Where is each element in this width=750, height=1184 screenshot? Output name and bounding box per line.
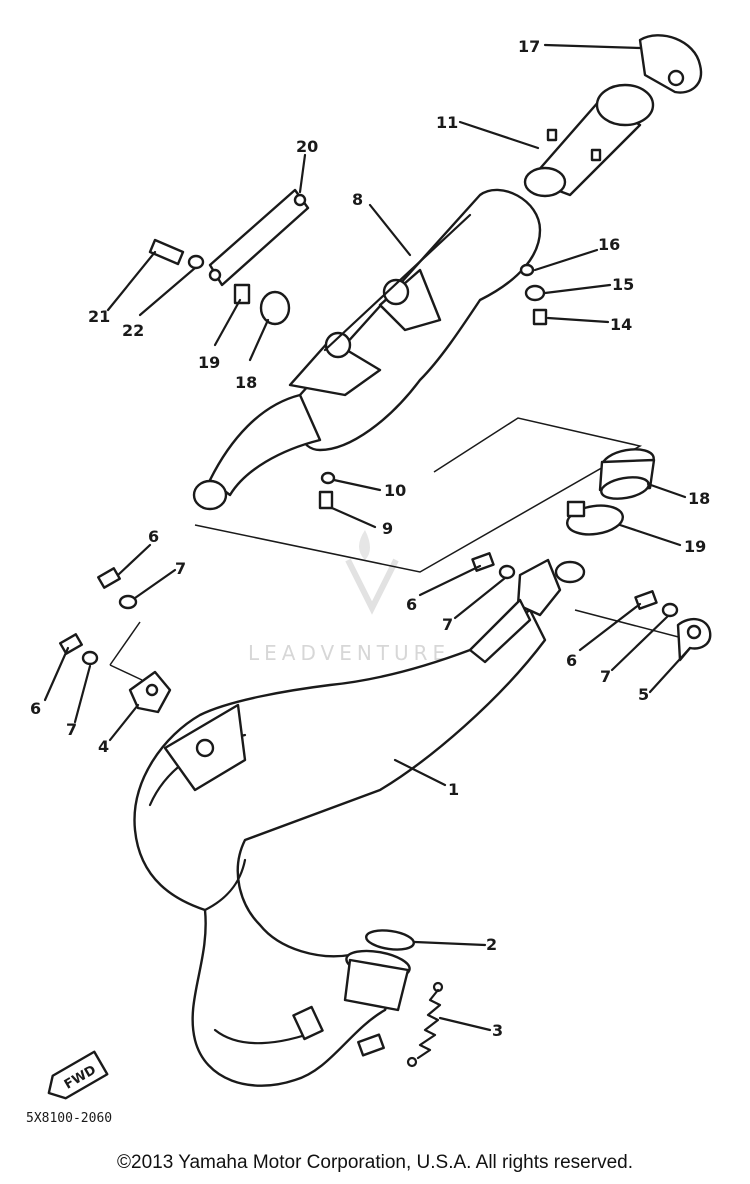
- callout-7: 7: [66, 720, 77, 739]
- callout-13: 15: [612, 275, 634, 294]
- callout-19: 19: [198, 353, 220, 372]
- callout-22: 22: [122, 321, 144, 340]
- callout-11: 11: [436, 113, 458, 132]
- part-11-tail-pipe: [523, 83, 655, 198]
- callout-8: 8: [352, 190, 363, 209]
- callout-10: 10: [384, 481, 406, 500]
- parts-12-13-14-hardware: [519, 263, 548, 326]
- callout-2: 2: [486, 935, 497, 954]
- callout-7: 7: [175, 559, 186, 578]
- fwd-direction-mark: FWD: [47, 1050, 109, 1100]
- callout-5: 5: [638, 685, 649, 704]
- assembly-guide-lines: [109, 417, 691, 681]
- callout-6: 6: [566, 651, 577, 670]
- watermark-text: LEADVENTURE: [248, 641, 450, 665]
- callout-21: 21: [88, 307, 110, 326]
- callout-6: 6: [406, 595, 417, 614]
- callout-9: 9: [382, 519, 393, 538]
- callout-6: 6: [30, 699, 41, 718]
- callout-1: 1: [448, 780, 459, 799]
- callout-7: 7: [600, 667, 611, 686]
- parts-9-10-hardware: [318, 471, 336, 510]
- part-2-gasket: [343, 929, 415, 1012]
- callout-16: 18: [688, 489, 710, 508]
- callout-18: 18: [235, 373, 257, 392]
- callout-20: 20: [296, 137, 318, 156]
- callout-17: 19: [684, 537, 706, 556]
- callout-4: 4: [98, 737, 109, 756]
- pipe-flange: [468, 558, 586, 664]
- part-16-joint: [598, 448, 656, 500]
- callout-7: 7: [442, 615, 453, 634]
- bolts-and-washers: [59, 552, 679, 666]
- part-3-spring: [406, 981, 444, 1068]
- copyright-notice: ©2013 Yamaha Motor Corporation, U.S.A. A…: [117, 1152, 633, 1173]
- callout-12: 14: [610, 315, 632, 334]
- callout-15: 17: [518, 37, 540, 56]
- leader-lines: [43, 43, 692, 1032]
- callout-labels: 17 11 20 8 16 15 14 21 22 19 18 10 9 18 …: [30, 37, 710, 1040]
- part-17-clamp: [566, 500, 624, 536]
- part-15-cap: [638, 34, 703, 94]
- watermark: LEADVENTURE: [248, 530, 450, 665]
- part-1-expansion-chamber: [133, 608, 547, 1087]
- drawing-code: 5X8100-2060: [26, 1111, 112, 1126]
- part-8-silencer: [192, 188, 542, 511]
- callout-6: 6: [148, 527, 159, 546]
- parts-18-22-stay: [148, 188, 310, 326]
- callout-3: 3: [492, 1021, 503, 1040]
- part-5-bracket: [676, 617, 712, 662]
- callout-14: 16: [598, 235, 620, 254]
